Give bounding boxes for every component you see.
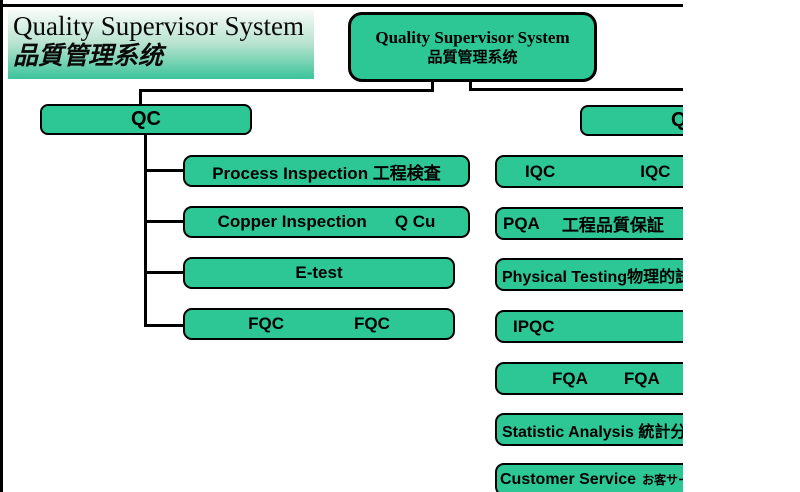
node-customer-service: Customer Service お客サービス	[495, 463, 683, 492]
node-copper-inspection: Copper Inspection Q Cu	[183, 206, 470, 238]
node-copper-inspection-code: Q Cu	[394, 212, 436, 231]
connector-root-to-qa-horizontal	[469, 88, 683, 91]
node-process-inspection: Process Inspection 工程検査	[183, 155, 470, 187]
node-iqc-label: IQC	[525, 161, 556, 181]
slide-border-top	[0, 4, 683, 7]
connector-qc-child-2	[144, 220, 183, 223]
node-iqc: IQC IQC	[495, 155, 683, 188]
node-physical-testing: Physical Testing物理的試験	[495, 258, 683, 291]
node-ipqc: IPQC	[495, 310, 683, 343]
node-quality-supervisor-system: Quality Supervisor System 品質管理系统	[348, 12, 597, 82]
node-fqc: FQC FQC	[183, 308, 455, 340]
node-pqa-label-japanese: 工程品質保証	[561, 216, 664, 235]
node-e-test-label: E-test	[295, 263, 343, 282]
node-ipqc-label: IPQC	[513, 316, 555, 336]
connector-qc-child-3	[144, 271, 183, 274]
connector-qc-trunk	[144, 134, 147, 327]
node-iqc-code: IQC	[640, 161, 671, 181]
connector-root-stub-left	[431, 81, 434, 91]
node-statistic-analysis-label: Statistic Analysis 統計分析	[502, 423, 683, 441]
node-e-test: E-test	[183, 257, 455, 289]
node-customer-service-label: Customer Service	[500, 470, 637, 488]
node-qc: QC	[40, 104, 252, 135]
node-copper-inspection-label: Copper Inspection	[217, 212, 367, 231]
node-pqa: PQA 工程品質保証	[495, 207, 683, 240]
node-statistic-analysis: Statistic Analysis 統計分析	[495, 413, 683, 446]
node-fqa-code: FQA	[623, 368, 660, 388]
slide-title-japanese: 品質管理系统	[13, 43, 164, 70]
node-fqc-label: FQC	[248, 314, 284, 333]
root-node-title: Quality Supervisor System	[375, 27, 570, 47]
node-fqa: FQA FQA	[495, 362, 683, 395]
connector-root-stub-right	[469, 81, 472, 91]
node-fqc-code: FQC	[354, 314, 390, 333]
slide-border-left	[0, 0, 3, 492]
slide-content-clip: Quality Supervisor System 品質管理系统 Quality…	[0, 0, 683, 492]
connector-qc-child-4	[144, 324, 183, 327]
root-node-title-japanese: 品質管理系统	[427, 49, 518, 66]
node-qa: QA	[580, 105, 683, 136]
node-customer-service-label-japanese: お客サービス	[642, 473, 683, 487]
node-physical-testing-label: Physical Testing物理的試験	[502, 268, 683, 286]
slide-title-banner: Quality Supervisor System 品質管理系统	[8, 10, 314, 79]
connector-qc-drop	[139, 89, 142, 105]
node-pqa-label: PQA	[503, 213, 540, 233]
connector-qc-child-1	[144, 169, 183, 172]
node-fqa-label: FQA	[552, 368, 588, 388]
node-qa-label: QA	[671, 109, 683, 131]
connector-root-to-qc-horizontal	[139, 89, 434, 92]
slide-title: Quality Supervisor System	[13, 11, 304, 41]
node-process-inspection-label: Process Inspection 工程検査	[212, 163, 441, 183]
node-qc-label: QC	[131, 108, 161, 130]
